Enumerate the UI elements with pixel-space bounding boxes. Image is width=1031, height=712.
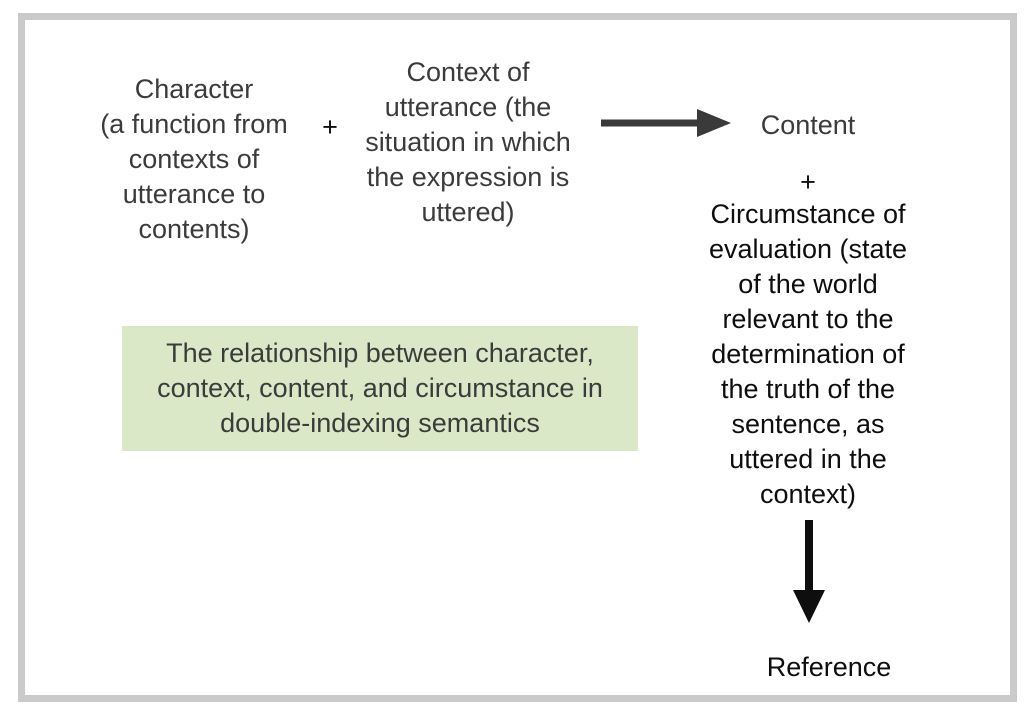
- down-arrow-icon: [789, 520, 829, 624]
- content-label: Content: [760, 110, 856, 140]
- right-arrow-icon: [598, 105, 733, 141]
- plus-operator-left: +: [322, 112, 338, 142]
- reference-label: Reference: [766, 652, 892, 682]
- circumstance-of-evaluation-label: Circumstance of evaluation (state of the…: [708, 199, 908, 509]
- plus-operator-right: +: [800, 167, 816, 197]
- caption-text: The relationship between character, cont…: [157, 338, 603, 438]
- context-of-utterance-label: Context of utterance (the situation in w…: [365, 57, 571, 227]
- caption-box: The relationship between character, cont…: [122, 326, 638, 451]
- character-label: Character (a function from contexts of u…: [100, 74, 288, 244]
